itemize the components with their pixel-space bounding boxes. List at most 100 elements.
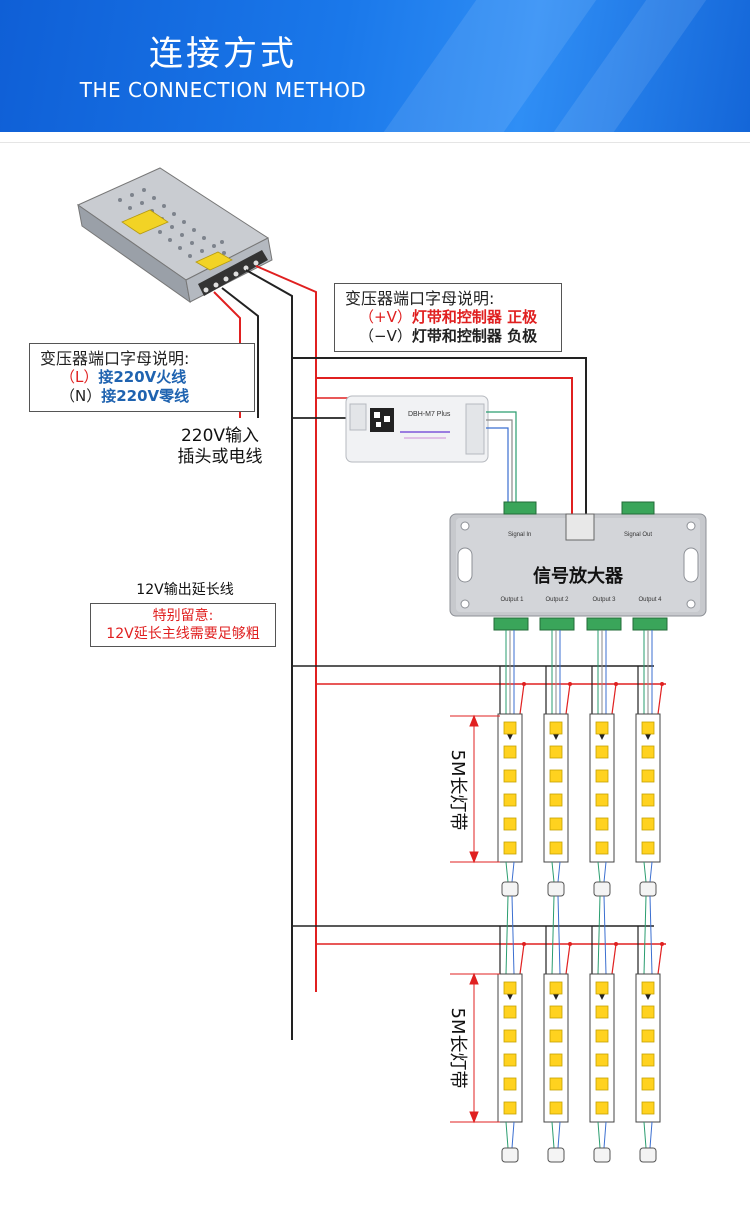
output-label-4: Output 4	[638, 597, 662, 603]
header-banner: 连接方式 THE CONNECTION METHOD	[0, 0, 750, 132]
ch1-strip2-led	[503, 981, 517, 995]
ch3-strip1-led	[595, 721, 609, 735]
ac-input-line1: 220V输入	[180, 426, 260, 446]
ch4-strip1-led	[641, 745, 655, 759]
ch4-strip2-led	[641, 981, 655, 995]
ch1-strip1-chain-wire-b	[511, 895, 515, 975]
ch2-strip1-lead-a	[551, 861, 555, 883]
ch2-strip2-body	[543, 973, 569, 1123]
ch1-strip1-connector	[501, 881, 519, 897]
controller-signal-wires	[486, 411, 517, 506]
ch3-strip2-pos-tap	[611, 943, 617, 975]
ch1-strip1-chain-wire-a	[505, 895, 509, 975]
extension-warning: 特别留意: 12V延长主线需要足够粗	[90, 603, 276, 647]
ch1-strip1-pos-tap	[519, 683, 525, 715]
ch2-strip1-led	[549, 817, 563, 831]
ch1-strip1-led	[503, 793, 517, 807]
ch3-strip2-lead-a	[597, 1121, 601, 1149]
ch4-strip1-chain-wire-a	[643, 895, 647, 975]
ch4-strip2-led	[641, 1005, 655, 1019]
strip-length-labels: 5M长灯带 5M长灯带	[447, 750, 468, 1089]
ch2-strip2-led	[549, 1005, 563, 1019]
ch2-strip1-led	[549, 841, 563, 855]
ch3-strip1-led	[595, 817, 609, 831]
ch3-strip1-chain-wire-a	[597, 895, 601, 975]
ch1-strip2-lead-b	[511, 1121, 515, 1149]
controller-box: DBH-M7 Plus	[345, 395, 489, 463]
output-label-3: Output 3	[592, 597, 616, 603]
ch2-strip2-led	[549, 1077, 563, 1091]
line-pos-code: （+V）	[359, 308, 412, 326]
ch1-strip2-led	[503, 1029, 517, 1043]
ch3-strip2-lead-b	[603, 1121, 607, 1149]
line-l-text: 接220V火线	[98, 368, 187, 386]
strip-length-markers	[450, 714, 500, 1124]
transformer-dc-note: 变压器端口字母说明: （+V）灯带和控制器 正极 （−V）灯带和控制器 负极	[334, 283, 562, 352]
output-label-2: Output 2	[545, 597, 569, 603]
ch1-strip2-pos-joint	[522, 942, 526, 946]
ch4-strip1-led	[641, 817, 655, 831]
led-strip-array	[292, 630, 666, 1163]
ch2-strip2-pos-tap	[565, 943, 571, 975]
ch2-strip1-pos-joint	[568, 682, 572, 686]
ch4-strip1-led	[641, 721, 655, 735]
ch3-strip1-pos-joint	[614, 682, 618, 686]
ch4-strip2-led	[641, 1077, 655, 1091]
ch4-strip2-led	[641, 1101, 655, 1115]
ch1-strip1-led	[503, 721, 517, 735]
dc-main-wires	[245, 265, 317, 1040]
ch4-strip1-lead-b	[649, 861, 653, 883]
controller-power-wires	[292, 397, 350, 419]
connection-diagram-panel	[0, 142, 750, 1223]
ch2-strip1-led	[549, 793, 563, 807]
ch4-strip1-led	[641, 769, 655, 783]
ch1-strip1-lead-b	[511, 861, 515, 883]
ch2-strip1-led	[549, 745, 563, 759]
extension-label: 12V输出延长线	[136, 582, 234, 598]
ch4-strip2-lead-a	[643, 1121, 647, 1149]
page-title: 连接方式	[149, 34, 297, 74]
line-n-code: （N）	[60, 387, 102, 405]
ch2-strip2-led	[549, 1053, 563, 1067]
ch2-strip1-lead-b	[557, 861, 561, 883]
ch3-strip2-pos-joint	[614, 942, 618, 946]
line-n-text: 接220V零线	[101, 387, 190, 405]
ch3-strip1-led	[595, 841, 609, 855]
line-neg-code: （−V）	[359, 327, 412, 345]
ch3-strip2-led	[595, 1077, 609, 1091]
ch2-strip1-led	[549, 721, 563, 735]
ch2-strip1-chain-wire-a	[551, 895, 555, 975]
ch3-strip1-lead-b	[603, 861, 607, 883]
power-supply	[76, 167, 273, 304]
ch3-strip2-led	[595, 981, 609, 995]
extension-warning-title: 特别留意:	[152, 608, 214, 624]
strip-length-label-1: 5M长灯带	[447, 750, 468, 831]
ch4-strip1-connector	[639, 881, 657, 897]
dc-to-amplifier-wires	[292, 357, 587, 518]
extension-warning-text: 12V延长主线需要足够粗	[106, 626, 260, 642]
ch4-strip1-led	[641, 793, 655, 807]
ch1-strip1-pos-joint	[522, 682, 526, 686]
ch1-strip1-lead-a	[505, 861, 509, 883]
page-subtitle: THE CONNECTION METHOD	[79, 78, 367, 102]
transformer-ac-note-heading: 变压器端口字母说明:	[40, 349, 190, 368]
ch4-strip2-pos-tap	[657, 943, 663, 975]
ch2-strip2-led	[549, 1029, 563, 1043]
ch2-strip1-pos-tap	[565, 683, 571, 715]
ch1-strip2-connector	[501, 1147, 519, 1163]
transformer-dc-note-heading: 变压器端口字母说明:	[345, 289, 495, 308]
ch2-strip2-connector	[547, 1147, 565, 1163]
ch1-strip1-led	[503, 745, 517, 759]
ch2-strip2-led	[549, 981, 563, 995]
line-l-code: （L）	[60, 368, 99, 386]
signal-in-label: Signal In	[508, 532, 531, 538]
ch3-strip2-led	[595, 1005, 609, 1019]
ch3-strip1-led	[595, 793, 609, 807]
ch4-strip2-pos-joint	[660, 942, 664, 946]
strip-length-label-2: 5M长灯带	[447, 1008, 468, 1089]
signal-amplifier: Signal In Signal Out 信号放大器 Output 1 Outp…	[449, 501, 707, 631]
ch2-strip1-chain-wire-b	[557, 895, 561, 975]
ch3-strip2-led	[595, 1029, 609, 1043]
ch3-strip2-connector	[593, 1147, 611, 1163]
signal-out-label: Signal Out	[624, 532, 652, 538]
